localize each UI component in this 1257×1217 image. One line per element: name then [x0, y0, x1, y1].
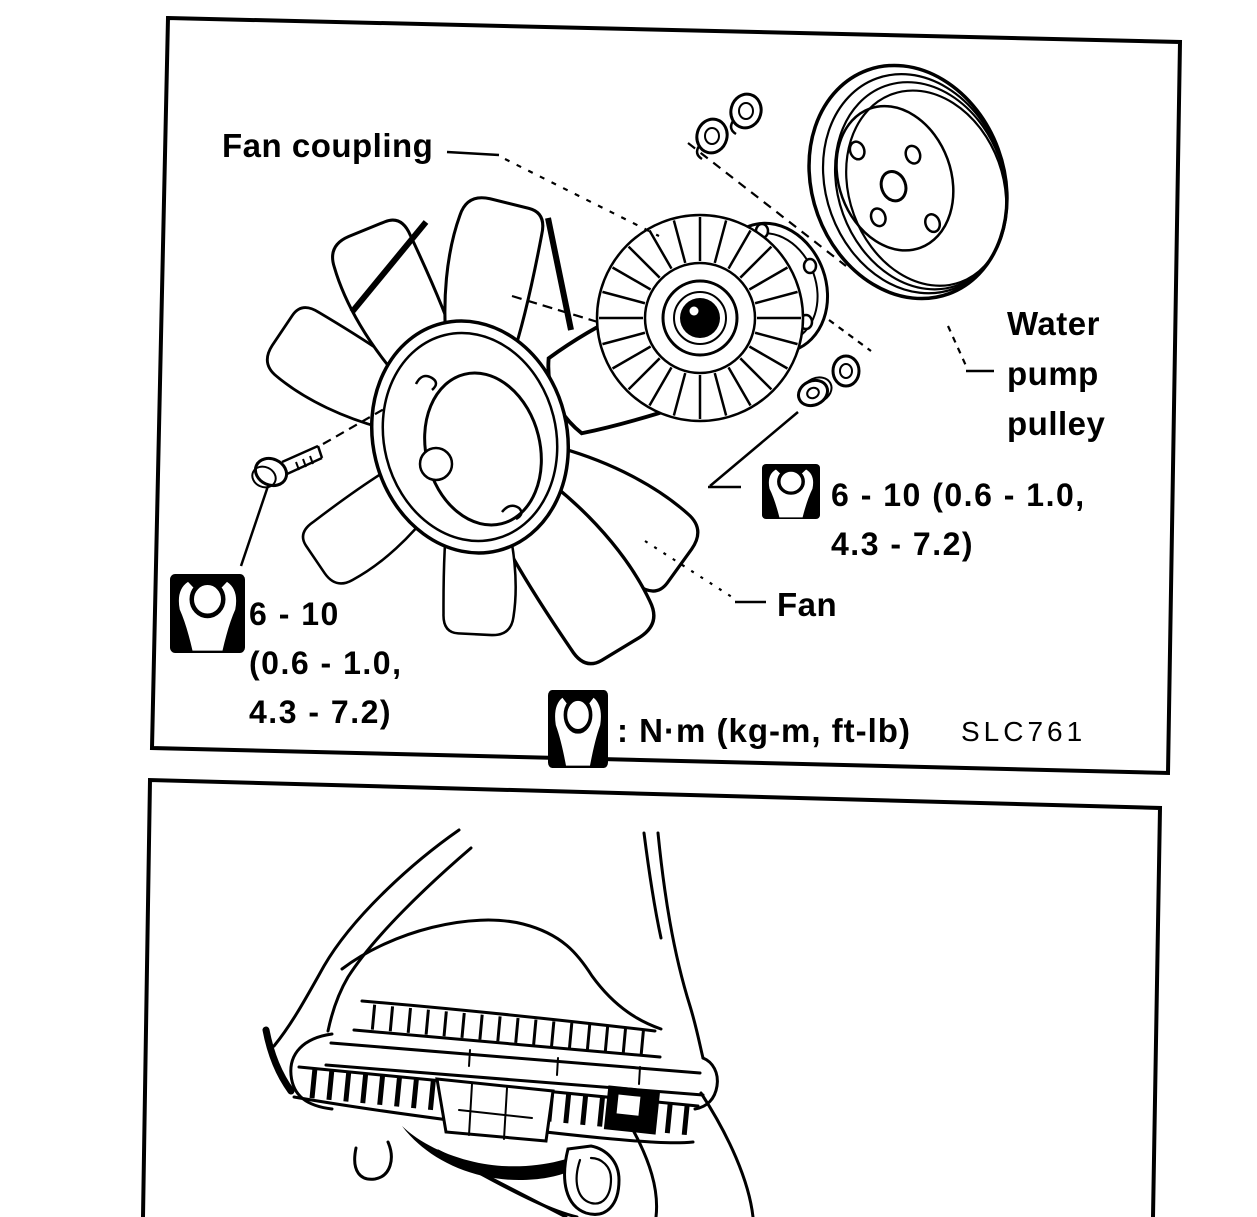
- assembly-axis-line: [687, 142, 847, 267]
- fan-drawing: [256, 192, 771, 677]
- water-pump-pulley-label: Water pump pulley: [1007, 305, 1106, 442]
- torque-spec-fan-bolt: 6 - 10 (0.6 - 1.0, 4.3 - 7.2): [249, 596, 403, 730]
- leader-lines: [239, 150, 994, 604]
- torque-wrench-icon: [548, 690, 608, 768]
- water-pump-pulley-drawing: [807, 63, 1009, 301]
- hands-holding-coupling-drawing: [262, 828, 755, 1217]
- fan-coupling-label: Fan coupling: [222, 127, 434, 164]
- panel-border: [141, 777, 1163, 1217]
- torque-spec-pulley-nut: 6 - 10 (0.6 - 1.0, 4.3 - 7.2): [831, 477, 1086, 562]
- holding-illustration-panel: [141, 777, 1163, 1217]
- washer-nut-drawing: [796, 354, 861, 408]
- torque-wrench-icon: [760, 462, 822, 521]
- panel-border: [149, 15, 1183, 776]
- blade-shade-line: [349, 220, 429, 314]
- blade-shade-line: [545, 217, 574, 331]
- exploded-view-panel: [149, 15, 1183, 776]
- torque-unit-legend: : N·m (kg-m, ft-lb): [617, 712, 911, 749]
- figure-code: SLC761: [961, 716, 1087, 747]
- bolt-drawing: [251, 444, 324, 489]
- fan-coupling-drawing: [595, 213, 830, 423]
- fan-label: Fan: [777, 586, 838, 623]
- torque-wrench-icon: [170, 574, 245, 653]
- nut-drawing: [695, 92, 763, 161]
- assembly-axis-line: [322, 408, 385, 445]
